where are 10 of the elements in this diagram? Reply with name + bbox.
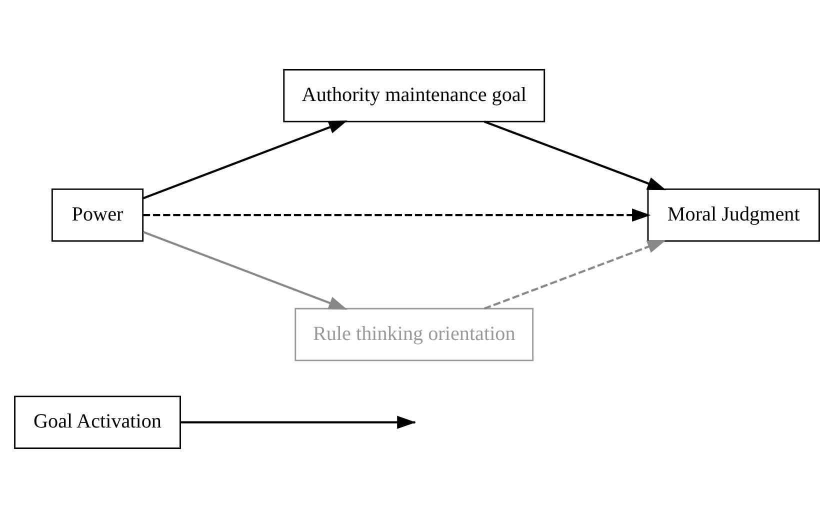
node-box: Goal Activation [14,395,181,448]
arrow [142,120,348,199]
arrow [484,120,666,190]
node-box: Rule thinking orientation [294,307,534,361]
arrow [142,208,651,222]
node-box: Power [51,188,144,242]
node-box: Authority maintenance goal [283,68,546,122]
arrow [484,240,666,310]
node-box: Moral Judgment [647,188,820,242]
arrow [142,230,348,310]
